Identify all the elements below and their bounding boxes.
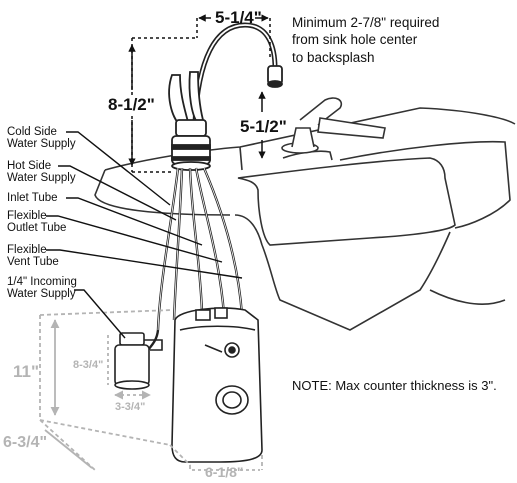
dim-filter-width: 3-3/4" [115,401,146,413]
hot-water-tank [171,307,263,463]
filter-unit [114,332,163,390]
gray-envelope [39,309,263,471]
gray-dim-lines [44,319,260,471]
callout-cold-side-line2: Water Supply [7,138,76,151]
requirement-line-2: from sink hole center [292,32,418,48]
dim-spout-reach: 5-1/4" [215,8,262,27]
dim-tank-height: 11" [13,362,40,381]
requirement-line-3: to backsplash [292,49,375,65]
countertop [94,107,516,216]
dim-filter-height: 8-3/4" [73,359,104,371]
dim-spout-clearance: 5-1/2" [240,117,287,136]
callout-incoming-supply: 1/4" Incoming Water Supply [7,276,77,300]
callout-hot-side: Hot Side Water Supply [7,160,76,184]
requirement-line-1: Minimum 2-7/8" required [292,15,440,30]
sink-faucet [281,97,386,154]
callout-cold-side: Cold Side Water Supply [7,126,76,150]
callout-cold-side-line1: Cold Side [7,126,57,138]
backsplash-requirement: Minimum 2-7/8" required from sink hole c… [292,14,439,66]
callout-flexible-outlet-line1: Flexible [7,210,47,222]
callout-flexible-vent-line2: Vent Tube [7,256,59,269]
dispenser-faucet [168,22,283,171]
dim-faucet-height: 8-1/2" [108,95,155,114]
dim-arrows [128,14,269,166]
counter-thickness-note: NOTE: Max counter thickness is 3". [292,378,497,393]
callout-hot-side-line1: Hot Side [7,160,52,172]
callout-flexible-outlet-line2: Outlet Tube [7,222,67,235]
callout-flexible-outlet: Flexible Outlet Tube [7,210,66,234]
dim-tank-width: 6-1/8" [205,464,244,480]
callout-inlet-tube: Inlet Tube [7,192,58,204]
callout-flexible-vent: Flexible Vent Tube [7,244,59,268]
callout-leaders [46,131,243,339]
tubes-inner [157,167,243,331]
callout-flexible-vent-line1: Flexible [7,244,47,256]
callout-hot-side-line2: Water Supply [7,172,76,185]
sink-basin [234,140,511,331]
callout-incoming-supply-line1: 1/4" Incoming [7,276,77,288]
dim-tank-depth: 6-3/4" [3,434,48,451]
callout-incoming-supply-line2: Water Supply [7,288,76,301]
